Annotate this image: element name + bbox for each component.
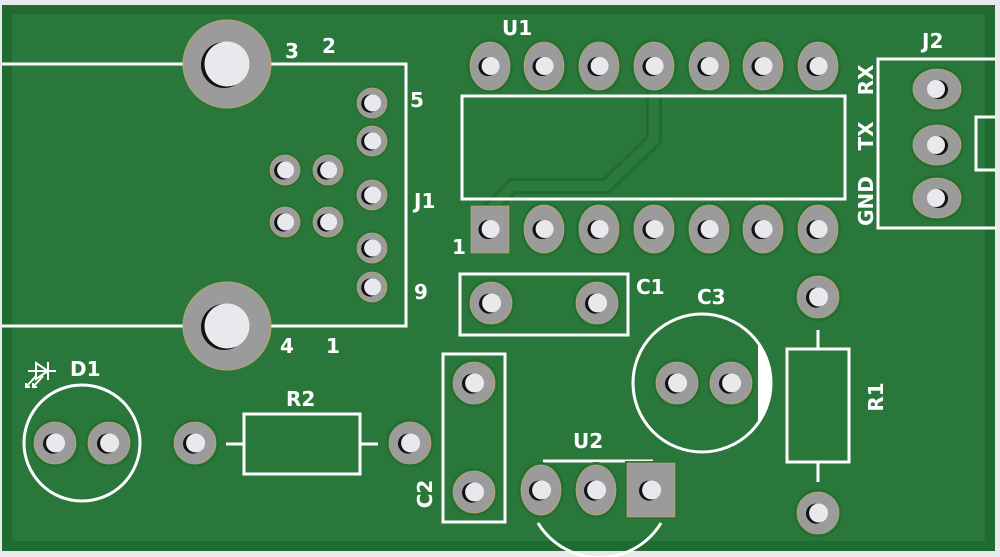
j1-pin-label-4: 4	[280, 334, 294, 358]
c3-polarity-mark	[758, 343, 771, 423]
component-j2[interactable]: J2 RX TX GND	[854, 29, 997, 230]
u2-pad-square	[625, 461, 677, 519]
c3-pad	[706, 358, 756, 408]
component-r1[interactable]: R1	[785, 272, 888, 538]
j2-latch-tab	[974, 115, 996, 172]
r1-ref-label: R1	[864, 382, 888, 411]
u2-outline-arc	[536, 522, 663, 557]
r2-pad	[170, 418, 220, 468]
u1-pad	[630, 201, 678, 257]
j1-pad	[354, 230, 390, 266]
u1-ref-label: U1	[502, 16, 532, 40]
j1-mount-hole-bottom	[182, 281, 272, 371]
u2-ref-label: U2	[573, 429, 603, 453]
u1-pad	[520, 201, 568, 257]
u1-pad	[630, 38, 678, 94]
d1-pad	[84, 418, 134, 468]
r2-pad	[385, 418, 435, 468]
j1-pad	[310, 152, 346, 188]
u1-pad	[575, 201, 623, 257]
j1-ref-label: J1	[412, 189, 435, 213]
component-u2[interactable]: U2	[517, 429, 677, 557]
component-d1[interactable]: D1	[22, 357, 142, 503]
j1-pin-label-9: 9	[414, 280, 428, 304]
component-r2[interactable]: R2	[170, 387, 435, 476]
c3-outline	[631, 312, 773, 454]
c1-pad	[466, 278, 516, 328]
u1-pad	[466, 38, 514, 94]
j1-pin-label-2: 2	[322, 34, 336, 58]
j1-pad	[267, 152, 303, 188]
u1-pad	[794, 201, 842, 257]
c3-pad	[652, 358, 702, 408]
c1-outline	[458, 272, 630, 337]
component-u1[interactable]: U1 1	[452, 16, 847, 259]
j2-outline	[876, 57, 997, 230]
u1-pin1-label: 1	[452, 235, 466, 259]
c2-pad	[449, 467, 499, 517]
d1-outline	[22, 383, 142, 503]
j1-pin-label-1: 1	[326, 334, 340, 358]
r1-pad	[793, 488, 843, 538]
u2-pad	[517, 461, 565, 519]
component-c2[interactable]: C2	[413, 352, 507, 524]
j2-label-tx: TX	[854, 121, 878, 151]
u1-pad	[739, 201, 787, 257]
copper-trace	[482, 58, 662, 217]
c3-ref-label: C3	[697, 285, 726, 309]
u1-pad	[794, 38, 842, 94]
c1-ref-label: C1	[636, 275, 665, 299]
d1-pad	[30, 418, 80, 468]
c1-pad	[572, 278, 622, 328]
component-c3[interactable]: C3	[631, 285, 773, 454]
c2-pad	[449, 358, 499, 408]
u1-pad	[575, 38, 623, 94]
j1-mount-hole-top	[182, 19, 272, 109]
r2-ref-label: R2	[286, 387, 315, 411]
j1-pad	[354, 123, 390, 159]
j2-label-gnd: GND	[854, 176, 878, 226]
j1-pad	[310, 204, 346, 240]
r1-pad	[793, 272, 843, 322]
j1-pad	[354, 177, 390, 213]
component-j1[interactable]: 3 2 5 J1 9 4 1	[2, 19, 435, 371]
u1-pad	[685, 38, 733, 94]
j2-pad-rx	[909, 65, 965, 113]
j2-pad-tx	[909, 121, 965, 169]
j1-pin-label-3: 3	[285, 39, 299, 63]
u2-pad	[572, 461, 620, 519]
j2-pad-gnd	[909, 174, 965, 222]
u1-pad-1-square	[470, 205, 510, 254]
j1-pad	[354, 85, 390, 121]
j1-pad	[354, 269, 390, 305]
j1-pad	[267, 204, 303, 240]
d1-ref-label: D1	[70, 357, 101, 381]
u1-pad	[739, 38, 787, 94]
c2-ref-label: C2	[413, 480, 437, 509]
u1-body-outline	[460, 94, 847, 201]
j2-label-rx: RX	[854, 64, 878, 95]
j2-ref-label: J2	[920, 29, 943, 53]
u1-pad	[685, 201, 733, 257]
u1-pad	[520, 38, 568, 94]
j1-outline	[271, 62, 408, 328]
component-c1[interactable]: C1	[458, 272, 665, 337]
led-icon	[25, 361, 56, 388]
c2-outline	[441, 352, 507, 524]
j1-pin-label-5: 5	[410, 88, 424, 112]
